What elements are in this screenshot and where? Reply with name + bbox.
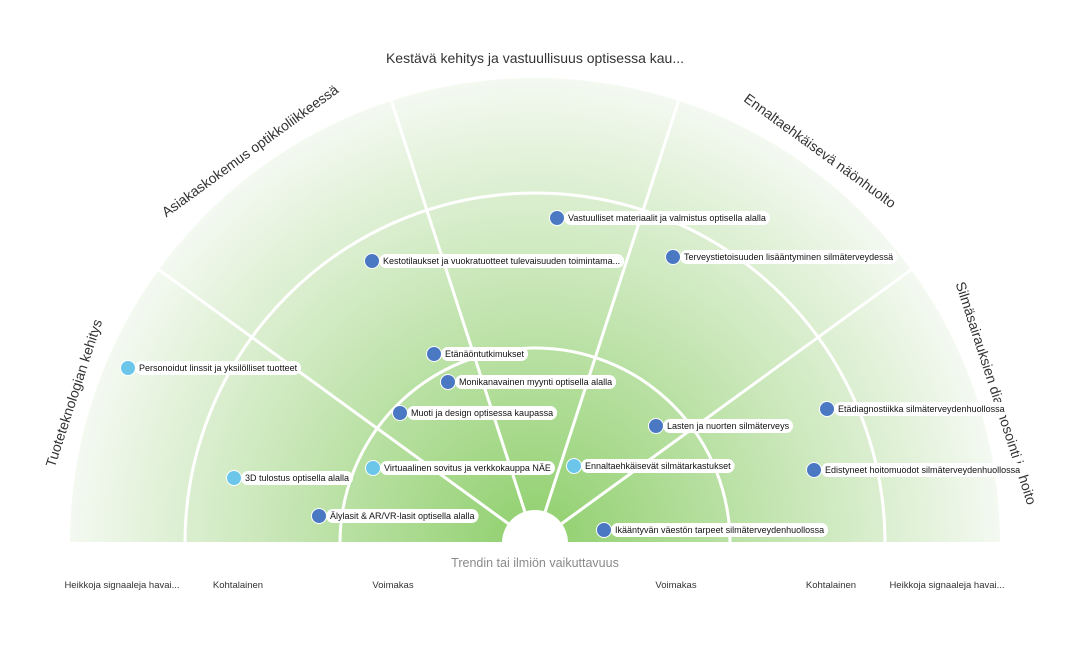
radar-item[interactable]: Vastuulliset materiaalit ja valmistus op… [549,210,770,226]
ring-label-right-strong: Voimakas [655,580,697,591]
radar-item-label-background [663,419,794,433]
radar-item-dot[interactable] [311,508,327,524]
radar-item-dot[interactable] [365,460,381,476]
radar-item[interactable]: Personoidut linssit ja yksilölliset tuot… [120,360,302,376]
ring-label-left-moderate: Kohtalainen [212,580,264,591]
ring-arc [183,191,887,544]
radar-item-label: Monikanavainen myynti optisella alalla [459,377,612,387]
radar-item-label: Ennaltaehkäisevät silmätarkastukset [585,461,731,471]
radar-item[interactable]: Kestotilaukset ja vuokratuotteet tulevai… [364,253,625,269]
radar-item-label-background [680,250,898,264]
radar-item-label-background [241,471,354,485]
radar-item-label: Personoidut linssit ja yksilölliset tuot… [139,363,298,373]
sector-divider [560,268,913,525]
radar-item-label: Älylasit & AR/VR-lasit optisella alalla [330,511,475,521]
radar-item-dot[interactable] [566,458,582,474]
radar-item-dot[interactable] [596,522,612,538]
radar-item[interactable]: Muoti ja design optisessa kaupassa [392,405,558,421]
radar-item-label-background [379,254,625,268]
radar-item-dot[interactable] [819,401,835,417]
ring-labels: Heikkoja signaaleja havai... Kohtalainen… [0,580,1070,594]
radar-item-label: Lasten ja nuorten silmäterveys [667,421,790,431]
radar-item-dot[interactable] [426,346,442,362]
radar-item-dot[interactable] [806,462,822,478]
ring-label-left-strong: Voimakas [372,580,414,591]
radar-item-label-background [564,211,770,225]
ring-arc [338,346,732,544]
radar-item[interactable]: Virtuaalinen sovitus ja verkkokauppa NÄE [365,460,555,476]
radar-hub [502,510,568,543]
radar-item-dot[interactable] [665,249,681,265]
ring-label-right-moderate: Kohtalainen [805,580,857,591]
radar-item[interactable]: 3D tulostus optisella alalla [226,470,354,486]
radar-item-dot[interactable] [364,253,380,269]
radar-item[interactable]: Terveystietoisuuden lisääntyminen silmät… [665,249,898,265]
sector-divider [389,100,527,513]
radar-item-label: Edistyneet hoitomuodot silmäterveydenhuo… [825,465,1020,475]
radar-item-label: Muoti ja design optisessa kaupassa [411,408,553,418]
radar-item[interactable]: Monikanavainen myynti optisella alalla [440,374,617,390]
radar-item-label: Ikääntyvän väestön tarpeet silmäterveyde… [615,525,824,535]
radar-item[interactable]: Älylasit & AR/VR-lasit optisella alalla [311,508,479,524]
radar-item-label: Etänäöntutkimukset [445,349,525,359]
radar-item-dot[interactable] [392,405,408,421]
radar-item-dot[interactable] [648,418,664,434]
radar-item[interactable]: Ennaltaehkäisevät silmätarkastukset [566,458,735,474]
radar-item-label-background [135,361,302,375]
radar-item[interactable]: Lasten ja nuorten silmäterveys [648,418,794,434]
radar-item[interactable]: Ikääntyvän väestön tarpeet silmäterveyde… [596,522,829,538]
radar-item-label-background [581,459,735,473]
radar-item-label-background [611,523,829,537]
radar-item[interactable]: Edistyneet hoitomuodot silmäterveydenhuo… [806,462,1025,478]
radar-item[interactable]: Etänäöntutkimukset [426,346,529,362]
radar-item-label: 3D tulostus optisella alalla [245,473,349,483]
radar-item-dot[interactable] [120,360,136,376]
radar-item-label: Etädiagnostiikka silmäterveydenhuollossa [838,404,1005,414]
radar-item-dot[interactable] [440,374,456,390]
axis-title: Trendin tai ilmiön vaikuttavuus [451,556,619,570]
radar-item-label-background [834,402,1009,416]
radar-item-label-background [441,347,529,361]
radar-item-label-background [407,406,558,420]
radar-item-label: Terveystietoisuuden lisääntyminen silmät… [684,252,893,262]
ring-label-left-weak: Heikkoja signaaleja havai... [64,580,180,591]
radar-item-dot[interactable] [549,210,565,226]
radar-item-dot[interactable] [226,470,242,486]
radar-item-label-background [821,463,1025,477]
radar-item-label: Vastuulliset materiaalit ja valmistus op… [568,213,766,223]
sector-divider [157,268,510,525]
radar-item-label: Kestotilaukset ja vuokratuotteet tulevai… [383,256,620,266]
radar-item[interactable]: Etädiagnostiikka silmäterveydenhuollossa [819,401,1009,417]
ring-label-right-weak: Heikkoja signaaleja havai... [889,580,1005,591]
radar-item-label-background [455,375,617,389]
sector-title: Kestävä kehitys ja vastuullisuus optises… [386,50,684,66]
radar-item-label: Virtuaalinen sovitus ja verkkokauppa NÄE [384,463,551,473]
sector-divider [543,100,681,513]
radar-item-label-background [326,509,479,523]
radar-item-label-background [380,461,555,475]
